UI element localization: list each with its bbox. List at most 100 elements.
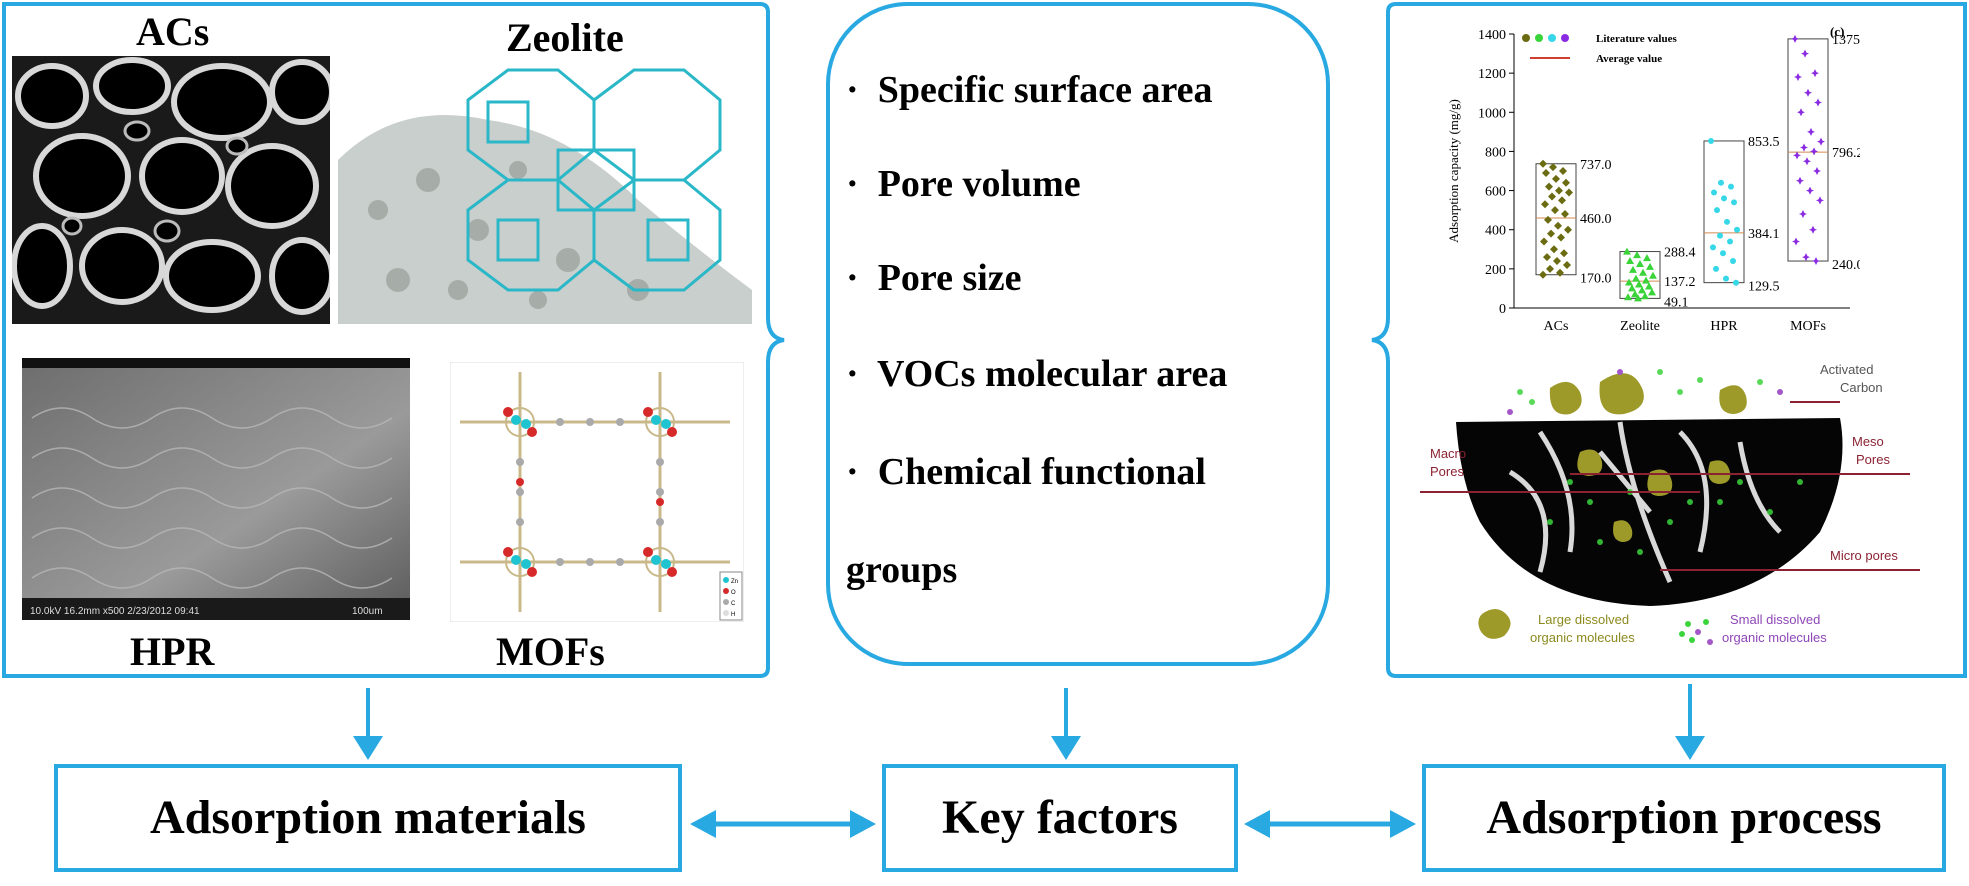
point-3-20 — [1802, 253, 1810, 262]
sem-scale: 100um — [352, 606, 383, 617]
factor-pore-volume: · Pore volume — [846, 163, 1081, 205]
box-label-key-factors: Key factors — [942, 791, 1178, 844]
box-label-adsorption-materials: Adsorption materials — [150, 791, 586, 844]
point-2-13 — [1730, 258, 1736, 265]
point-3-13 — [1813, 167, 1821, 175]
y-tick-label-7: 1400 — [1478, 28, 1506, 43]
point-0-12 — [1551, 206, 1559, 215]
point-0-20 — [1550, 245, 1558, 254]
point-1-0 — [1623, 247, 1631, 255]
min-label-1: 49.1 — [1664, 295, 1689, 310]
x-tick-label-1: Zeolite — [1620, 319, 1660, 334]
materials-panel-border — [2, 2, 785, 678]
sem-caption: 10.0kV 16.2mm x500 2/23/2012 09:41 — [30, 606, 200, 617]
point-3-12 — [1803, 157, 1811, 166]
point-0-6 — [1545, 182, 1553, 191]
point-0-17 — [1547, 229, 1555, 238]
point-0-16 — [1564, 225, 1572, 234]
y-tick-label-0: 0 — [1499, 302, 1506, 317]
box-label-adsorption-process: Adsorption process — [1486, 791, 1882, 844]
pore-label-macro-2: Pores — [1430, 464, 1464, 479]
point-0-21 — [1560, 249, 1568, 258]
point-0-26 — [1556, 268, 1564, 277]
mof-legend-o: O — [731, 590, 736, 596]
factor-text-4: VOCs molecular area — [877, 353, 1228, 395]
average-label-0: 460.0 — [1580, 212, 1612, 227]
panel-label: (c) — [1830, 24, 1844, 39]
range-box-2 — [1703, 140, 1745, 284]
point-0-7 — [1555, 186, 1563, 195]
legend-marker-2 — [1548, 34, 1556, 42]
min-label-0: 170.0 — [1580, 272, 1612, 287]
point-0-15 — [1554, 221, 1562, 230]
point-1-19 — [1624, 293, 1632, 301]
point-1-1 — [1633, 251, 1641, 259]
label-hpr: HPR — [130, 629, 215, 674]
point-2-6 — [1714, 207, 1720, 214]
point-3-14 — [1796, 176, 1804, 185]
pore-label-activated: Activated — [1820, 362, 1873, 377]
y-tick-label-6: 1200 — [1478, 67, 1506, 82]
point-3-7 — [1807, 127, 1815, 136]
point-1-4 — [1636, 259, 1644, 267]
y-tick-label-5: 1000 — [1478, 106, 1506, 121]
point-2-10 — [1727, 238, 1733, 245]
point-2-7 — [1724, 218, 1730, 225]
point-1-20 — [1634, 294, 1642, 302]
pore-label-meso-1: Meso — [1852, 434, 1884, 449]
double-arrow-left-head-a — [690, 810, 716, 838]
point-0-25 — [1546, 264, 1554, 273]
point-2-14 — [1713, 265, 1719, 272]
point-1-6 — [1629, 265, 1637, 273]
point-3-17 — [1799, 210, 1807, 219]
point-0-14 — [1544, 215, 1552, 224]
average-label-3: 796.2 — [1832, 146, 1860, 161]
point-3-11 — [1793, 151, 1801, 160]
point-2-4 — [1721, 195, 1727, 202]
pore-label-carbon: Carbon — [1840, 380, 1883, 395]
large-molecule-icon — [1478, 609, 1511, 639]
x-tick-label-2: HPR — [1710, 319, 1738, 334]
point-3-2 — [1811, 69, 1819, 78]
point-1-13 — [1645, 282, 1653, 290]
y-tick-label-3: 600 — [1485, 185, 1506, 200]
point-2-16 — [1733, 279, 1739, 286]
x-tick-label-3: MOFs — [1790, 319, 1826, 334]
point-1-3 — [1626, 257, 1634, 265]
double-arrow-right-head-a — [1244, 810, 1270, 838]
factor-chemical-functional: · Chemical functional — [846, 451, 1206, 493]
average-label-2: 384.1 — [1748, 227, 1780, 242]
label-zeolite: Zeolite — [506, 15, 624, 60]
point-2-2 — [1728, 183, 1734, 190]
acs-sem-image — [12, 56, 330, 324]
x-tick-label-0: ACs — [1544, 319, 1569, 334]
point-1-2 — [1643, 254, 1651, 262]
point-1-14 — [1628, 284, 1636, 292]
pore-label-micro: Micro pores — [1830, 548, 1898, 563]
mofs-structure-image: Zn O C H — [450, 362, 744, 622]
point-2-3 — [1711, 189, 1717, 196]
legend-marker-0 — [1522, 34, 1530, 42]
point-0-8 — [1565, 188, 1573, 197]
pore-label-macro-1: Macro — [1430, 446, 1466, 461]
max-label-2: 853.5 — [1748, 135, 1780, 150]
factor-specific-surface-area: · Specific surface area — [846, 69, 1213, 111]
y-tick-label-2: 400 — [1485, 224, 1506, 239]
point-3-3 — [1794, 73, 1802, 82]
point-0-4 — [1552, 174, 1560, 183]
point-1-17 — [1631, 290, 1639, 298]
factors-panel-border — [826, 2, 1330, 666]
range-box-0 — [1535, 163, 1577, 276]
zeolite-image — [338, 68, 752, 324]
point-2-8 — [1734, 226, 1740, 233]
pore-label-meso-2: Pores — [1856, 452, 1890, 467]
point-3-16 — [1816, 196, 1824, 205]
point-1-7 — [1639, 268, 1647, 276]
point-0-2 — [1559, 167, 1567, 175]
min-label-3: 240.0 — [1832, 258, 1860, 273]
label-acs: ACs — [136, 9, 210, 54]
y-axis-label: Adsorption capacity (mg/g) — [1446, 99, 1461, 243]
